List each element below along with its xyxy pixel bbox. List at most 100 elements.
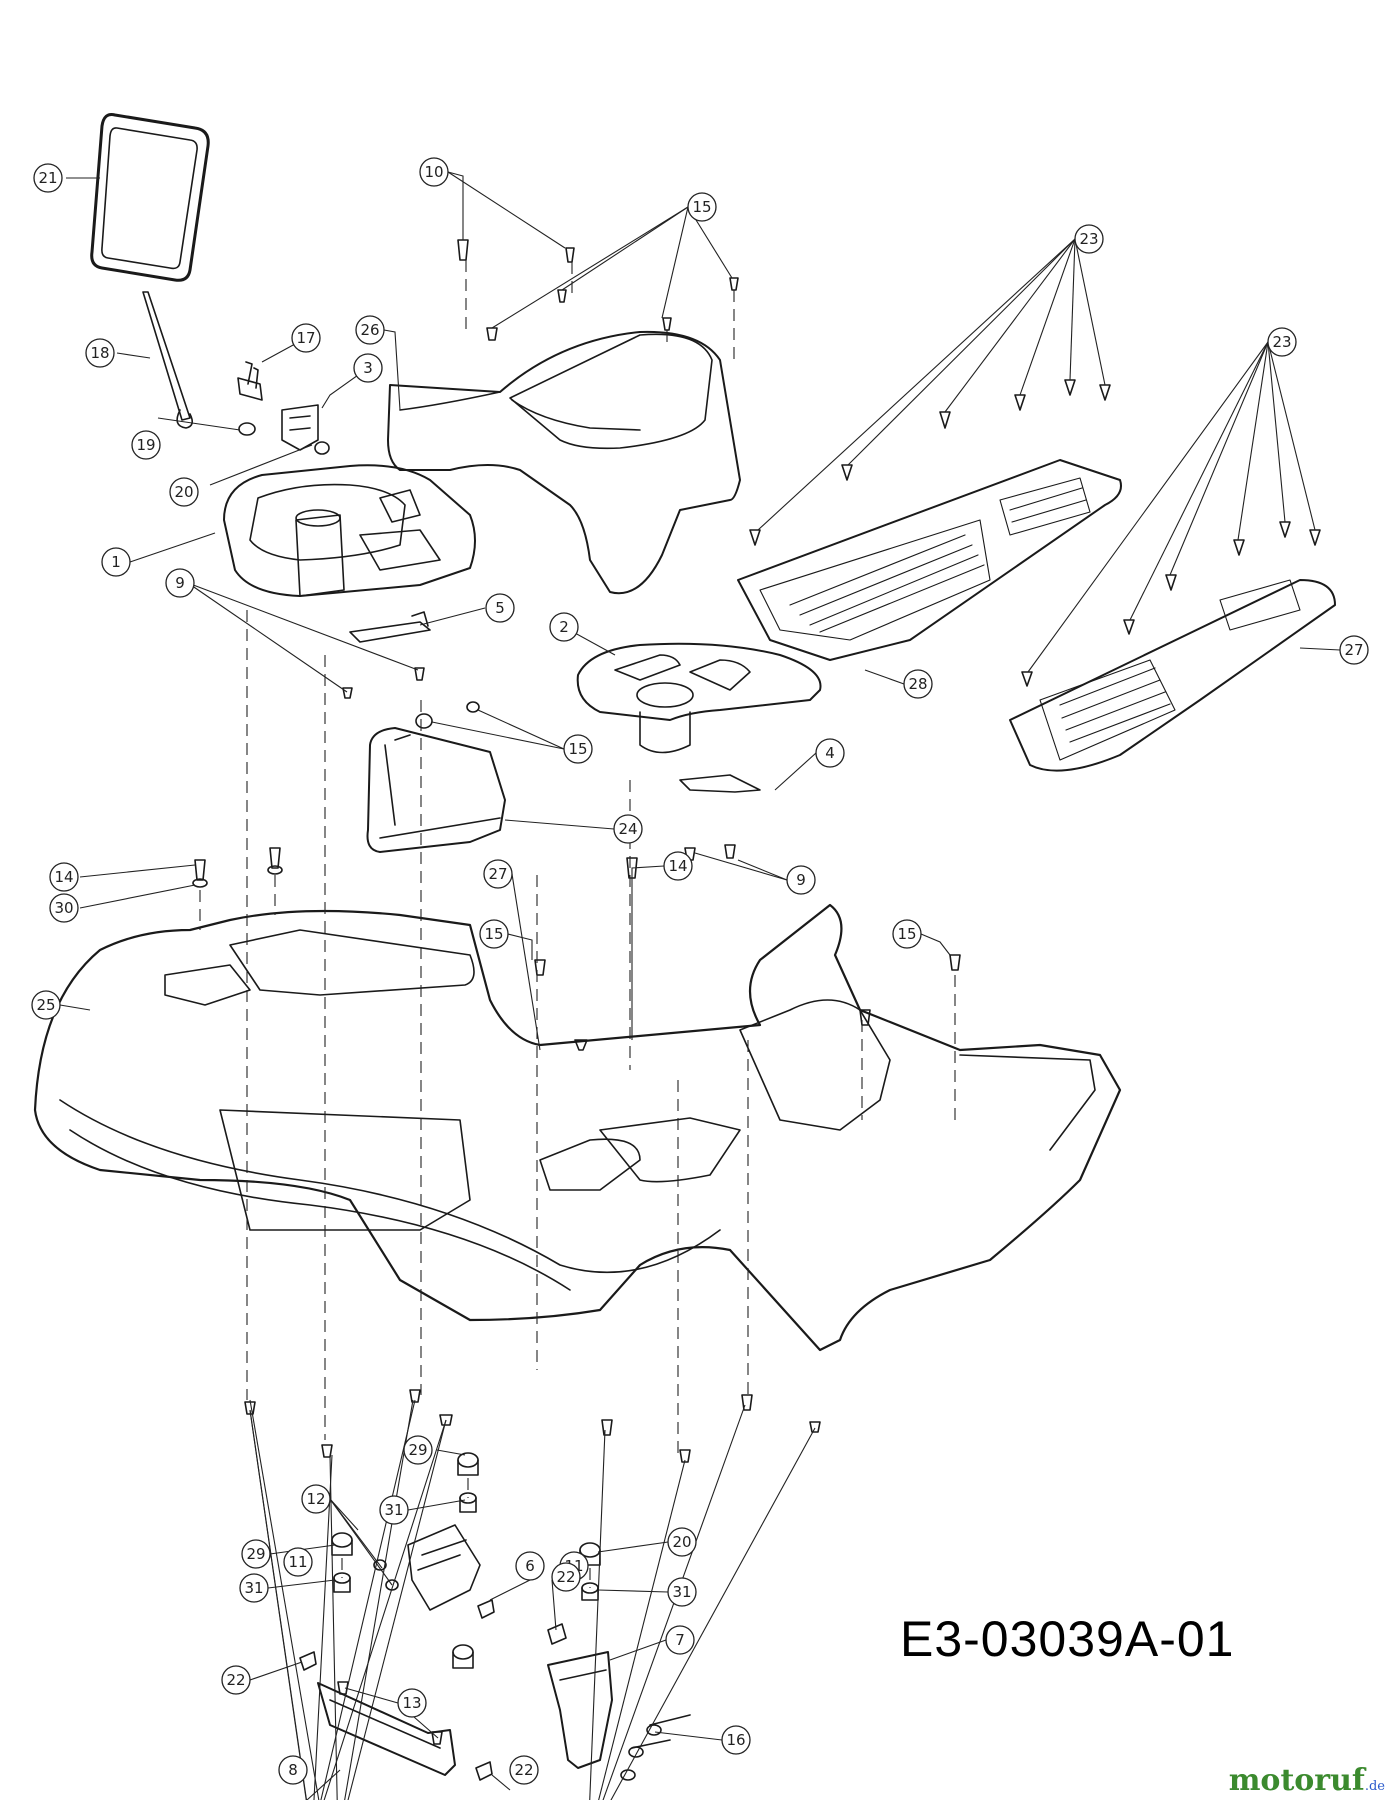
- watermark-tld: .de: [1364, 1779, 1385, 1794]
- svg-text:14: 14: [54, 868, 73, 886]
- part-clips-23: [749, 379, 1321, 687]
- callout-12: 12: [301, 1484, 331, 1514]
- part-dash-cover: [387, 330, 741, 595]
- diagram-code-label: E3-03039A-01: [900, 1611, 1235, 1667]
- watermark-logo: motoruf.de: [1229, 1763, 1385, 1798]
- svg-text:6: 6: [525, 1557, 535, 1575]
- svg-text:31: 31: [244, 1579, 263, 1597]
- callout-23-lower: 23: [1267, 327, 1297, 357]
- callout-5: 5: [485, 593, 515, 623]
- callout-22-bottom: 22: [509, 1755, 539, 1785]
- svg-text:9: 9: [796, 871, 806, 889]
- part-mirror: [90, 113, 210, 282]
- callout-9-lower: 9: [786, 865, 816, 895]
- part-bracket-8: [317, 1682, 456, 1776]
- svg-text:15: 15: [897, 925, 916, 943]
- callout-27-mid: 27: [483, 859, 513, 889]
- part-bracket-7: [547, 1651, 613, 1769]
- watermark-brand: motoruf: [1228, 1763, 1365, 1798]
- callout-29-upper: 29: [403, 1435, 433, 1465]
- svg-text:22: 22: [226, 1671, 245, 1689]
- callout-22-mid: 22: [551, 1562, 581, 1592]
- leader-lines: [59, 171, 1341, 1800]
- callout-24: 24: [613, 814, 643, 844]
- svg-text:4: 4: [825, 744, 835, 762]
- callout-15-body: 15: [479, 919, 509, 949]
- part-bracket-4: [679, 774, 761, 793]
- part-bracket-6: [407, 1524, 481, 1611]
- callout-31-upper: 31: [379, 1495, 409, 1525]
- callout-16: 16: [721, 1725, 751, 1755]
- svg-text:24: 24: [618, 820, 637, 838]
- part-seat-bracket: [366, 727, 506, 853]
- callout-15-top: 15: [687, 192, 717, 222]
- svg-text:31: 31: [384, 1501, 403, 1519]
- callout-26: 26: [355, 315, 385, 345]
- part-nut-15: [415, 701, 480, 729]
- callout-28: 28: [903, 669, 933, 699]
- svg-text:17: 17: [296, 329, 315, 347]
- callout-labels: 21 18 17 3 19 20 1 9 5 26 10 15 23 23 2 …: [31, 157, 1369, 1020]
- part-screws-9: [342, 667, 425, 699]
- svg-text:29: 29: [408, 1441, 427, 1459]
- callout-15-mid: 15: [563, 734, 593, 764]
- callout-27-right: 27: [1339, 635, 1369, 665]
- callout-1: 1: [101, 547, 131, 577]
- callout-22-left: 22: [221, 1665, 251, 1695]
- svg-text:8: 8: [288, 1761, 298, 1779]
- svg-text:28: 28: [908, 675, 927, 693]
- callout-17: 17: [291, 323, 321, 353]
- svg-text:1: 1: [111, 553, 121, 571]
- callout-15-right: 15: [892, 919, 922, 949]
- svg-text:13: 13: [402, 1694, 421, 1712]
- svg-text:10: 10: [424, 163, 443, 181]
- svg-text:3: 3: [363, 359, 373, 377]
- svg-text:20: 20: [174, 483, 193, 501]
- part-floor-mat-1: [737, 459, 1122, 661]
- callout-9-upper: 9: [165, 568, 195, 598]
- callout-18: 18: [85, 338, 115, 368]
- svg-text:21: 21: [38, 169, 57, 187]
- svg-text:15: 15: [692, 198, 711, 216]
- part-dashboard-console: [223, 464, 476, 597]
- svg-text:29: 29: [246, 1545, 265, 1563]
- svg-text:5: 5: [495, 599, 505, 617]
- svg-text:19: 19: [136, 436, 155, 454]
- part-lower-console: [576, 642, 822, 754]
- svg-text:15: 15: [484, 925, 503, 943]
- callout-23-upper: 23: [1074, 224, 1104, 254]
- svg-text:23: 23: [1272, 333, 1291, 351]
- callout-25: 25: [31, 990, 61, 1020]
- svg-text:30: 30: [54, 899, 73, 917]
- svg-text:7: 7: [675, 1631, 685, 1649]
- svg-text:11: 11: [288, 1553, 307, 1571]
- callout-30: 30: [49, 893, 79, 923]
- part-mirror-bracket: [237, 361, 330, 455]
- part-mirror-stem: [142, 291, 194, 429]
- callout-3: 3: [353, 353, 383, 383]
- callout-13: 13: [397, 1688, 427, 1718]
- callout-6: 6: [515, 1551, 545, 1581]
- svg-text:18: 18: [90, 344, 109, 362]
- callout-20-lower: 20: [667, 1527, 697, 1557]
- svg-text:22: 22: [514, 1761, 533, 1779]
- part-main-fender-body: [33, 903, 1122, 1352]
- callout-31-right: 31: [667, 1577, 697, 1607]
- callout-10: 10: [419, 157, 449, 187]
- callout-20: 20: [169, 477, 199, 507]
- svg-text:2: 2: [559, 618, 569, 636]
- svg-text:16: 16: [726, 1731, 745, 1749]
- svg-text:12: 12: [306, 1490, 325, 1508]
- part-bracket-5: [349, 611, 431, 643]
- part-clips-22: [299, 1599, 567, 1781]
- svg-text:25: 25: [36, 996, 55, 1014]
- callout-2: 2: [549, 612, 579, 642]
- part-floor-mat-2: [1009, 579, 1336, 772]
- callout-21: 21: [33, 163, 63, 193]
- callout-29-left: 29: [241, 1539, 271, 1569]
- svg-text:31: 31: [672, 1583, 691, 1601]
- callout-14-left: 14: [49, 862, 79, 892]
